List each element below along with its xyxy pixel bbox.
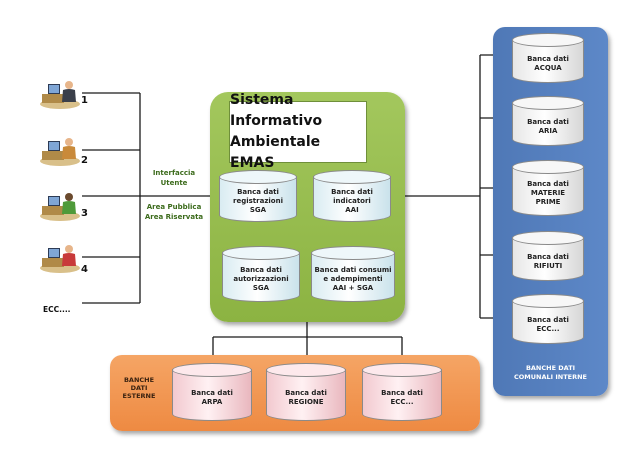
system-title-line: Sistema Informativo — [230, 92, 323, 129]
database-label: autorizzazioni — [233, 275, 289, 283]
external-label-line: BANCHE — [123, 376, 155, 384]
user-at-computer-icon — [38, 76, 82, 110]
database-label: Banca dati — [285, 388, 327, 397]
user-at-computer-icon — [38, 133, 82, 167]
internal-databases-label: BANCHE DATI COMUNALI INTERNE — [493, 364, 608, 382]
external-databases-label: BANCHE DATI ESTERNE — [118, 376, 160, 400]
user-number: 3 — [81, 208, 88, 219]
database-cylinder: Banca dati ARPA — [172, 363, 252, 421]
access-area-public: Area Pubblica — [146, 203, 202, 211]
database-cylinder: Banca dati indicatori AAI — [313, 170, 391, 222]
internal-label-line: COMUNALI INTERNE — [514, 373, 587, 381]
database-label: ECC... — [536, 324, 560, 333]
interface-label: Interfaccia Utente — [143, 168, 205, 188]
database-label: MATERIE — [530, 189, 566, 197]
database-label: SGA — [252, 284, 270, 292]
user-number: 4 — [81, 264, 88, 275]
external-label-line: DATI — [130, 384, 148, 392]
database-label: SGA — [249, 206, 267, 214]
database-cylinder: Banca dati registrazioni SGA — [219, 170, 297, 222]
database-label: ARIA — [538, 126, 558, 135]
system-title: Sistema Informativo Ambientale EMAS — [229, 92, 367, 171]
database-cylinder: Banca dati ECC... — [512, 294, 584, 344]
database-label: RIFIUTI — [533, 261, 563, 270]
database-cylinder: Banca dati autorizzazioni SGA — [222, 246, 300, 302]
database-label: Banca dati — [527, 180, 569, 188]
interface-line: Interfaccia — [152, 169, 196, 177]
user-number: 2 — [81, 155, 88, 166]
database-cylinder: Banca dati consumi e adempimenti AAI + S… — [311, 246, 395, 302]
database-cylinder: Banca dati ACQUA — [512, 33, 584, 83]
database-cylinder: Banca dati ECC... — [362, 363, 442, 421]
database-label: REGIONE — [288, 397, 324, 406]
database-label: AAI + SGA — [332, 284, 374, 292]
access-area-private: Area Riservata — [144, 213, 204, 221]
database-cylinder: Banca dati REGIONE — [266, 363, 346, 421]
database-label: e adempimenti — [323, 275, 383, 283]
database-label: ECC... — [390, 397, 414, 406]
database-label: Banca dati — [381, 388, 423, 397]
user-at-computer-icon — [38, 188, 82, 222]
database-cylinder: Banca dati RIFIUTI — [512, 231, 584, 281]
user-at-computer-icon — [38, 240, 82, 274]
external-label-line: ESTERNE — [122, 392, 156, 400]
database-label: Banca dati — [527, 117, 569, 126]
database-label: AAI — [345, 206, 359, 214]
database-cylinder: Banca dati MATERIE PRIME — [512, 160, 584, 216]
database-label: ARPA — [201, 397, 223, 406]
database-label: Banca dati — [527, 315, 569, 324]
database-label: registrazioni — [233, 197, 283, 205]
interface-line: Utente — [160, 179, 188, 187]
database-label: Banca dati — [237, 188, 279, 196]
database-cylinder: Banca dati ARIA — [512, 96, 584, 146]
database-label: ACQUA — [534, 63, 562, 72]
access-areas-label: Area Pubblica Area Riservata — [143, 202, 205, 222]
system-title-line: Ambientale EMAS — [230, 134, 321, 171]
database-label: indicatori — [333, 197, 371, 205]
database-label: Banca dati — [527, 54, 569, 63]
database-label: Banca dati — [191, 388, 233, 397]
database-label: Banca dati — [240, 266, 282, 274]
database-label: Banca dati — [331, 188, 373, 196]
users-more-label: ECC.... — [43, 305, 71, 314]
internal-label-line: BANCHE DATI — [525, 364, 576, 372]
user-number: 1 — [81, 95, 88, 106]
database-label: Banca dati consumi — [314, 266, 392, 274]
database-label: Banca dati — [527, 252, 569, 261]
database-label: PRIME — [535, 198, 561, 206]
